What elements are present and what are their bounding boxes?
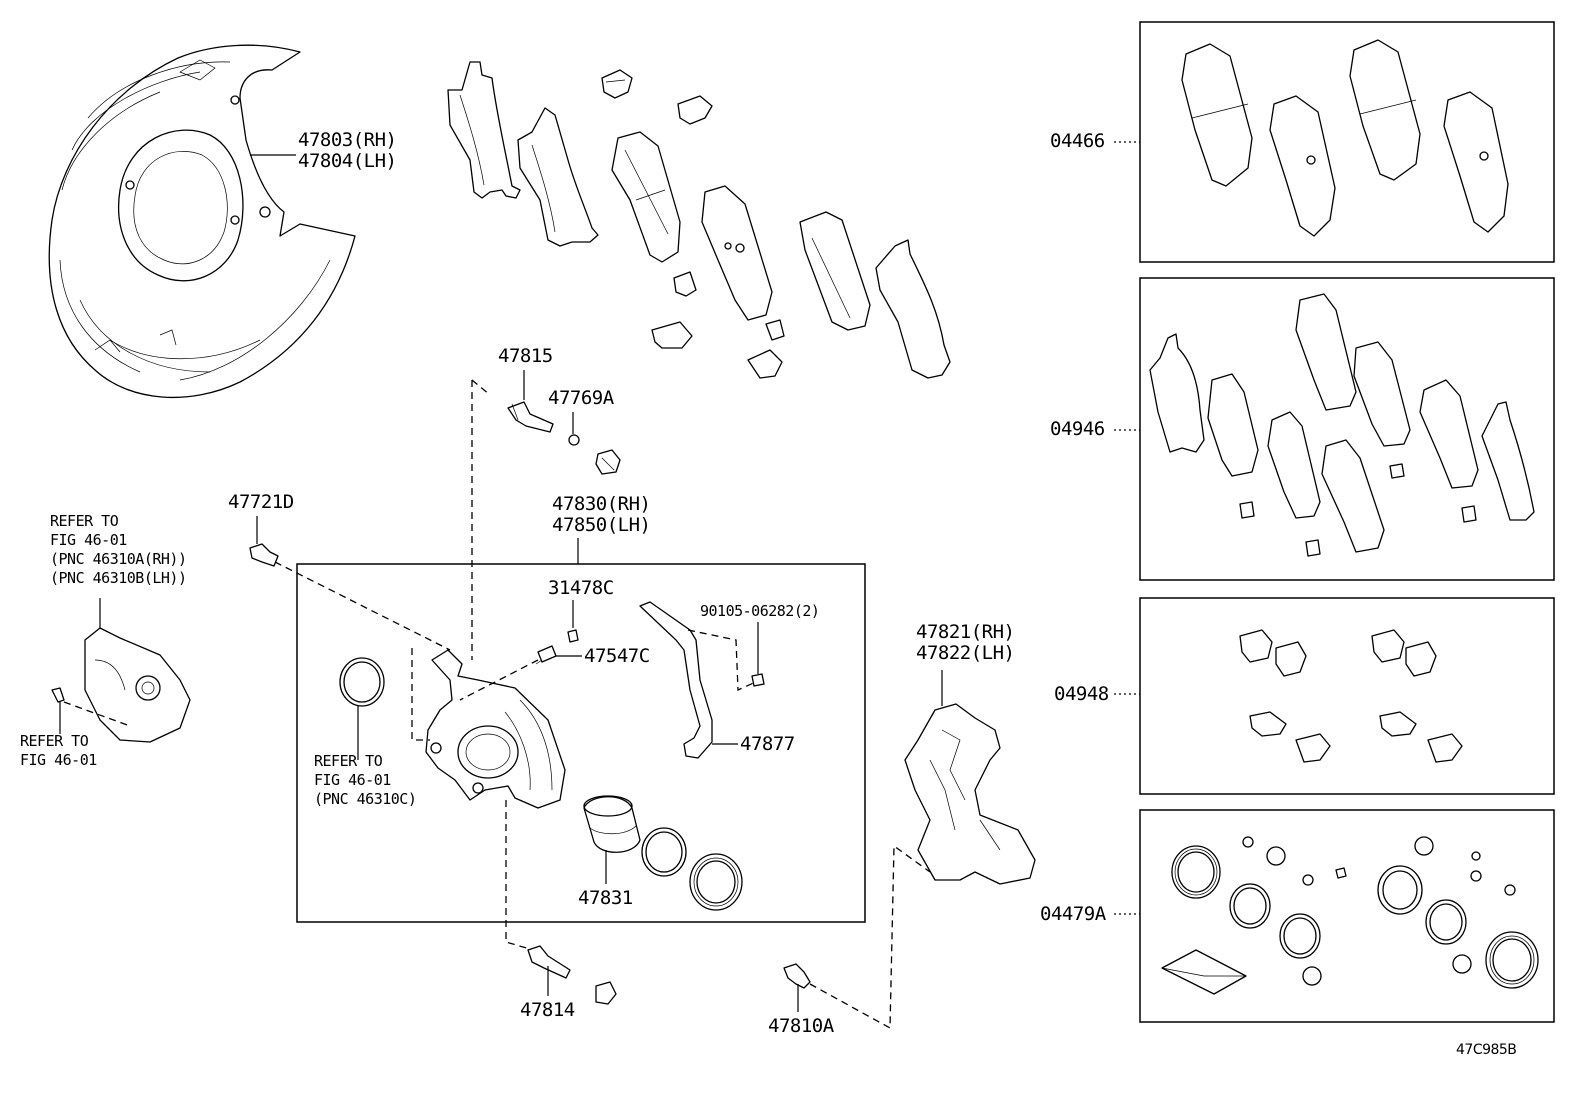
label-47810A: 47810A: [768, 1015, 834, 1037]
bolt-47721D[interactable]: [249, 543, 279, 567]
label-mount: 47821(RH) 47822(LH): [916, 621, 1015, 664]
dash-lower-bolt: [505, 800, 541, 953]
label-90105: 90105-06282(2): [700, 602, 820, 620]
guide-bolt-lower[interactable]: [527, 945, 571, 979]
guide-bolt-upper[interactable]: [507, 401, 554, 433]
ref-left-top-line3: (PNC 46310A(RH)): [50, 550, 187, 568]
kit-box-04479A: [1139, 809, 1555, 1023]
label-04466: 04466: [1050, 130, 1105, 152]
kit-04466-pads[interactable]: [1181, 39, 1509, 237]
ref-note-left-bottom: REFER TO FIG 46-01: [20, 732, 97, 770]
bleeder-cap[interactable]: [567, 629, 579, 643]
ref-center-line3: (PNC 46310C): [314, 790, 417, 808]
dash-bleeder: [459, 659, 539, 701]
bushing-plug[interactable]: [568, 434, 580, 446]
label-shield-lh: 47804(LH): [298, 150, 397, 172]
ref-left-top-line2: FIG 46-01: [50, 531, 127, 549]
label-caliper-lh: 47850(LH): [552, 514, 651, 536]
dust-cover-shield[interactable]: [48, 44, 356, 398]
ref-center-line1: REFER TO: [314, 752, 383, 770]
label-47831: 47831: [578, 887, 633, 909]
ref-left-top-line4: (PNC 46310B(LH)): [50, 569, 187, 587]
kit-box-04946: [1139, 277, 1555, 581]
dash-mount-bolt: [809, 844, 931, 1030]
pad-top-2[interactable]: [701, 185, 773, 321]
piston-seal[interactable]: [641, 827, 687, 877]
pad-clip-2[interactable]: [651, 321, 693, 349]
anti-rattle-clip-2[interactable]: [677, 95, 713, 125]
anti-rattle-clip-1[interactable]: [601, 69, 633, 99]
pad-clip-4[interactable]: [747, 349, 783, 379]
shim-top-1[interactable]: [447, 61, 521, 199]
label-caliper-assembly: 47830(RH) 47850(LH): [552, 493, 651, 536]
wear-indicator-wire[interactable]: [639, 601, 713, 759]
label-caliper-rh: 47830(RH): [552, 493, 651, 515]
label-mount-lh: 47822(LH): [916, 642, 1015, 664]
caliper-reference-left[interactable]: [84, 627, 191, 743]
ref-center-line2: FIG 46-01: [314, 771, 391, 789]
dash-90105: [687, 629, 761, 691]
shim-top-3[interactable]: [799, 211, 871, 331]
caliper-mounting-bracket[interactable]: [904, 703, 1036, 885]
label-04479A: 04479A: [1040, 903, 1106, 925]
nut-lower[interactable]: [595, 981, 617, 1005]
piston[interactable]: [583, 795, 641, 853]
bolt-left-small[interactable]: [51, 687, 65, 703]
ref-note-center: REFER TO FIG 46-01 (PNC 46310C): [314, 752, 417, 809]
label-47547C: 47547C: [584, 645, 650, 667]
bleeder-plug[interactable]: [535, 645, 557, 665]
drawing-id: 47C985B: [1456, 1042, 1517, 1058]
nut-upper[interactable]: [595, 449, 621, 475]
label-04946: 04946: [1050, 418, 1105, 440]
caliper-body[interactable]: [425, 649, 566, 809]
kit-box-04948: [1139, 597, 1555, 795]
kit-04948-clips[interactable]: [1239, 629, 1463, 763]
pad-top-1[interactable]: [611, 131, 681, 263]
ref-left-top-line1: REFER TO: [50, 512, 119, 530]
caliper-assembly-box: [296, 563, 866, 923]
shim-top-2[interactable]: [517, 107, 599, 247]
label-47815: 47815: [498, 345, 553, 367]
label-shield: 47803(RH) 47804(LH): [298, 129, 397, 172]
ref-left-bottom-line1: REFER TO: [20, 732, 89, 750]
shim-top-4[interactable]: [875, 239, 951, 379]
dash-upper-bolt-2: [471, 379, 491, 396]
dust-boot[interactable]: [689, 853, 743, 911]
label-mount-rh: 47821(RH): [916, 621, 1015, 643]
screw-90105[interactable]: [751, 673, 765, 687]
dash-caliper-left: [411, 648, 430, 741]
label-04948: 04948: [1054, 683, 1109, 705]
mount-bolt-47810A[interactable]: [783, 963, 811, 989]
dash-47721D: [274, 561, 451, 651]
pad-clip-3[interactable]: [765, 319, 785, 341]
label-47769A: 47769A: [548, 387, 614, 409]
ref-note-left-top: REFER TO FIG 46-01 (PNC 46310A(RH)) (PNC…: [50, 512, 187, 588]
kit-04946-shims[interactable]: [1149, 293, 1535, 557]
label-31478C: 31478C: [548, 577, 614, 599]
ref-left-bottom-line2: FIG 46-01: [20, 751, 97, 769]
kit-04479A-seals[interactable]: [1161, 836, 1539, 995]
label-47877: 47877: [740, 733, 795, 755]
label-47721D: 47721D: [228, 491, 294, 513]
label-shield-rh: 47803(RH): [298, 129, 397, 151]
o-ring[interactable]: [339, 657, 385, 707]
label-47814: 47814: [520, 999, 575, 1021]
pad-clip-1[interactable]: [673, 271, 697, 297]
